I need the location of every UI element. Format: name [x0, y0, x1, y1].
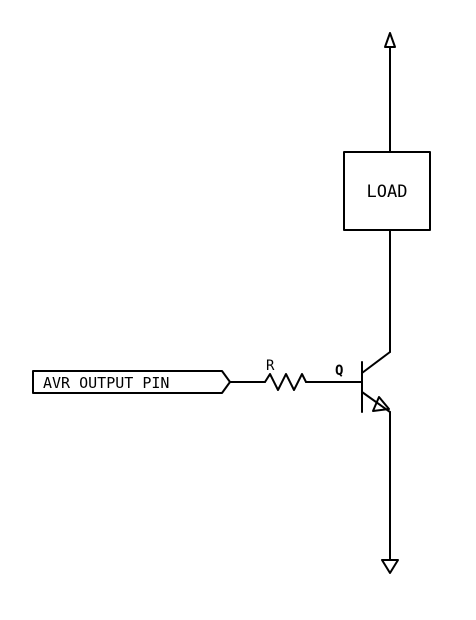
supply-arrow-icon: [384, 32, 396, 153]
avr-output-pin-label: AVR OUTPUT PIN: [43, 374, 169, 392]
load-label: LOAD: [367, 182, 408, 202]
load-box: LOAD: [343, 151, 431, 231]
resistor-label: R: [266, 358, 275, 374]
ground-arrow-icon: [381, 559, 399, 574]
resistor-symbol: R: [264, 358, 307, 391]
npn-transistor-symbol: Q: [335, 351, 391, 413]
transistor-label: Q: [335, 363, 343, 379]
avr-output-pin-port: AVR OUTPUT PIN: [32, 370, 231, 394]
